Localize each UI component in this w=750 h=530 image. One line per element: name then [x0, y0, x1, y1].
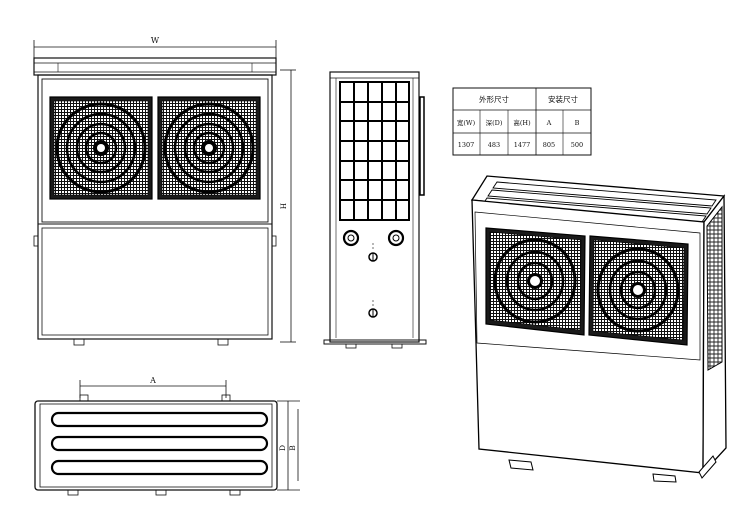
table-header-height: 高(H) — [513, 118, 531, 127]
d-label: D — [278, 445, 287, 451]
height-label: H — [280, 203, 288, 209]
table-value-b: 500 — [571, 141, 583, 149]
table-value-width: 1307 — [458, 141, 475, 149]
fan-left — [49, 96, 153, 200]
iso-fan-right — [588, 235, 689, 346]
width-dimension: W — [33, 36, 277, 58]
iso-fan-left — [485, 227, 586, 336]
height-dimension: H — [280, 69, 296, 343]
table-value-depth: 483 — [488, 141, 500, 149]
water-connectors — [342, 229, 405, 318]
front-view: W H — [33, 36, 296, 346]
table-value-height: 1477 — [514, 141, 531, 149]
table-header-width: 宽(W) — [457, 118, 476, 127]
isometric-view — [470, 175, 727, 483]
table-header-a: A — [546, 119, 552, 127]
dimension-table: 外形尺寸 安装尺寸 宽(W) 深(D) 高(H) A B 1307 483 14… — [452, 87, 592, 156]
plan-view: A D B — [34, 376, 300, 496]
table-value-a: 805 — [543, 141, 555, 149]
table-group-outline: 外形尺寸 — [479, 94, 509, 104]
table-header-depth: 深(D) — [486, 118, 503, 127]
a-dimension: A — [79, 376, 227, 398]
table-header-b: B — [575, 119, 580, 127]
table-group-install: 安装尺寸 — [548, 94, 578, 104]
side-view — [323, 71, 427, 349]
side-coil-grid — [340, 82, 409, 220]
b-label: B — [288, 445, 297, 451]
fan-right — [157, 96, 261, 200]
a-label: A — [149, 376, 156, 385]
d-b-dimension: D B — [277, 400, 300, 491]
width-label: W — [151, 36, 160, 45]
